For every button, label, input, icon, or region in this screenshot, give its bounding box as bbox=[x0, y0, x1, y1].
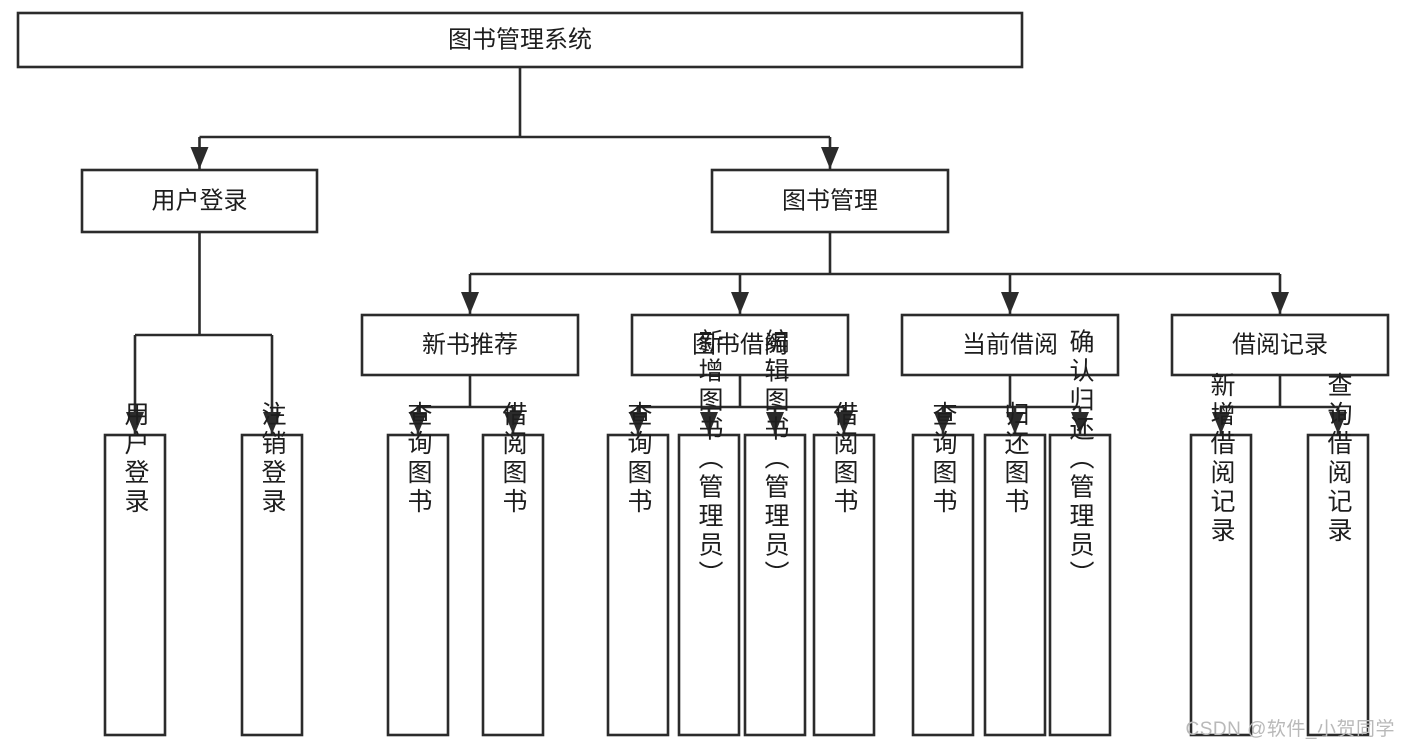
node-box[interactable] bbox=[386, 433, 450, 737]
node-label: 用户登录 bbox=[121, 401, 150, 517]
node-leaf-borrow-book-2[interactable]: 借阅图书 bbox=[812, 401, 876, 737]
node-box[interactable] bbox=[1306, 433, 1370, 737]
arrow-head-icon bbox=[1071, 412, 1089, 434]
arrow-head-icon bbox=[629, 412, 647, 434]
node-label: 查询图书 bbox=[624, 401, 653, 517]
node-root[interactable]: 图书管理系统 bbox=[16, 11, 1024, 69]
node-box[interactable] bbox=[677, 433, 741, 737]
node-box[interactable] bbox=[900, 313, 1120, 377]
node-label: 新书推荐 bbox=[422, 331, 518, 358]
node-label: 注销登录 bbox=[258, 401, 287, 517]
node-user-login[interactable]: 用户登录 bbox=[80, 168, 319, 234]
arrow-head-icon bbox=[504, 412, 522, 434]
node-leaf-query-record[interactable]: 查询借阅记录 bbox=[1306, 372, 1370, 737]
node-label: 查询图书 bbox=[404, 401, 433, 517]
node-leaf-query-book-1[interactable]: 查询图书 bbox=[386, 401, 450, 737]
arrow-head-icon bbox=[700, 412, 718, 434]
node-label: 借阅图书 bbox=[830, 401, 859, 517]
node-label: 借阅图书 bbox=[499, 401, 528, 517]
arrow-head-icon bbox=[1212, 412, 1230, 434]
node-leaf-logout[interactable]: 注销登录 bbox=[240, 401, 304, 737]
node-label: 新增借阅记录 bbox=[1207, 372, 1236, 546]
arrow-head-icon bbox=[1001, 292, 1019, 314]
arrow-head-icon bbox=[731, 292, 749, 314]
node-box[interactable] bbox=[1048, 433, 1112, 737]
node-box[interactable] bbox=[606, 433, 670, 737]
arrow-head-icon bbox=[190, 147, 209, 169]
node-box[interactable] bbox=[80, 168, 319, 234]
arrow-head-icon bbox=[934, 412, 952, 434]
node-box[interactable] bbox=[630, 313, 850, 377]
node-leaf-confirm-return[interactable]: 确认归还（管理员） bbox=[1048, 329, 1112, 737]
node-book-manage[interactable]: 图书管理 bbox=[710, 168, 950, 234]
node-box[interactable] bbox=[103, 433, 167, 737]
node-leaf-edit-book[interactable]: 编辑图书（管理员） bbox=[743, 329, 807, 737]
node-box[interactable] bbox=[710, 168, 950, 234]
arrow-head-icon bbox=[1006, 412, 1024, 434]
node-box[interactable] bbox=[240, 433, 304, 737]
node-label: 归还图书 bbox=[1001, 401, 1030, 517]
node-book-borrow[interactable]: 图书借阅 bbox=[630, 313, 850, 377]
node-leaf-query-book-2[interactable]: 查询图书 bbox=[606, 401, 670, 737]
node-box[interactable] bbox=[1189, 433, 1253, 737]
node-label: 图书管理系统 bbox=[448, 26, 592, 53]
node-box[interactable] bbox=[481, 433, 545, 737]
node-new-book-rec[interactable]: 新书推荐 bbox=[360, 313, 580, 377]
node-box[interactable] bbox=[911, 433, 975, 737]
node-label: 用户登录 bbox=[152, 187, 248, 214]
node-leaf-borrow-book-1[interactable]: 借阅图书 bbox=[481, 401, 545, 737]
arrow-head-icon bbox=[766, 412, 784, 434]
node-label: 图书管理 bbox=[782, 187, 878, 214]
edges-layer bbox=[126, 67, 1347, 434]
node-box[interactable] bbox=[16, 11, 1024, 69]
node-label: 查询图书 bbox=[929, 401, 958, 517]
node-label: 编辑图书（管理员） bbox=[761, 329, 790, 590]
node-leaf-add-book[interactable]: 新增图书（管理员） bbox=[677, 329, 741, 737]
node-leaf-add-record[interactable]: 新增借阅记录 bbox=[1189, 372, 1253, 737]
node-box[interactable] bbox=[983, 433, 1047, 737]
watermark-text: CSDN @软件_小贺同学 bbox=[1185, 719, 1395, 740]
node-label: 图书借阅 bbox=[692, 331, 788, 358]
arrow-head-icon bbox=[263, 412, 281, 434]
node-leaf-query-book-3[interactable]: 查询图书 bbox=[911, 401, 975, 737]
node-label: 确认归还（管理员） bbox=[1066, 329, 1095, 590]
arrow-head-icon bbox=[461, 292, 479, 314]
node-label: 借阅记录 bbox=[1232, 331, 1328, 358]
nodes-layer: 图书管理系统用户登录图书管理新书推荐图书借阅当前借阅借阅记录用户登录注销登录查询… bbox=[16, 11, 1390, 737]
node-label: 查询借阅记录 bbox=[1324, 372, 1353, 546]
arrow-head-icon bbox=[126, 412, 144, 434]
arrow-head-icon bbox=[1271, 292, 1289, 314]
node-label: 当前借阅 bbox=[962, 331, 1058, 358]
arrow-head-icon bbox=[409, 412, 427, 434]
node-label: 新增图书（管理员） bbox=[695, 329, 724, 590]
node-box[interactable] bbox=[1170, 313, 1390, 377]
node-current-borrow[interactable]: 当前借阅 bbox=[900, 313, 1120, 377]
arrow-head-icon bbox=[821, 147, 839, 169]
arrow-head-icon bbox=[835, 412, 853, 434]
arrow-head-icon bbox=[1329, 412, 1347, 434]
node-box[interactable] bbox=[360, 313, 580, 377]
node-leaf-return-book[interactable]: 归还图书 bbox=[983, 401, 1047, 737]
node-box[interactable] bbox=[743, 433, 807, 737]
node-borrow-record[interactable]: 借阅记录 bbox=[1170, 313, 1390, 377]
node-leaf-user-login[interactable]: 用户登录 bbox=[103, 401, 167, 737]
node-box[interactable] bbox=[812, 433, 876, 737]
